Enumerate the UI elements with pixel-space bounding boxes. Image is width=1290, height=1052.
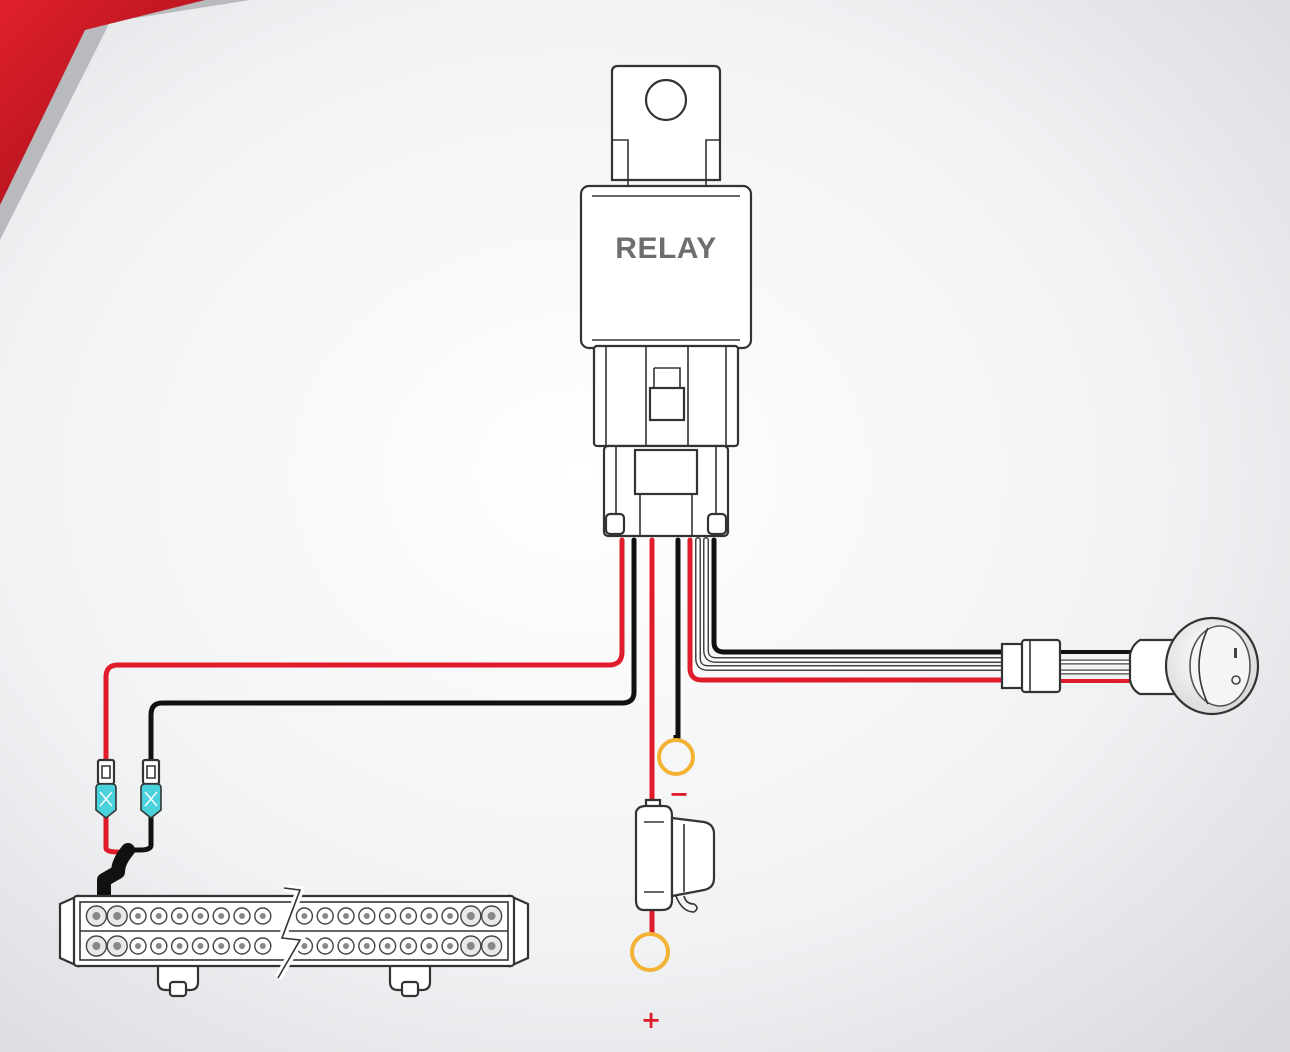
led-core (135, 913, 141, 919)
led-core (135, 943, 141, 949)
led-core (343, 943, 349, 949)
led-core (113, 912, 122, 920)
led-core (259, 943, 266, 949)
quick-connector-icon-red (95, 758, 117, 820)
led-core (447, 913, 453, 919)
red-wire-switch (687, 537, 1013, 683)
led-core (363, 913, 370, 919)
positive-terminal-label: + (641, 1006, 661, 1034)
white-wire-switch-inner (696, 538, 1012, 670)
led-core (259, 913, 266, 919)
led-core (218, 943, 225, 949)
led-core (343, 913, 349, 919)
red-wire-lightbar (103, 537, 625, 763)
led-core (197, 943, 204, 949)
led-core (92, 912, 101, 920)
rocker-switch-icon (1000, 616, 1260, 716)
led-core (197, 913, 204, 919)
led-core (322, 913, 329, 919)
led-core (487, 942, 496, 950)
led-core (384, 913, 391, 919)
ring-terminal-icon-negative (657, 735, 695, 776)
led-core (487, 912, 496, 920)
relay-icon: RELAY (579, 64, 753, 538)
led-core (466, 942, 475, 950)
led-core (447, 943, 453, 949)
led-core (405, 913, 412, 919)
led-core (405, 943, 412, 949)
led-core (322, 943, 329, 949)
led-core (155, 943, 162, 949)
led-core (384, 943, 391, 949)
ring-terminal-icon-positive (630, 928, 670, 972)
led-core (113, 942, 122, 950)
relay-label: RELAY (615, 232, 716, 265)
led-core (176, 913, 183, 919)
led-light-bar-icon (58, 884, 530, 998)
wires (97, 537, 1143, 933)
led-core (363, 943, 370, 949)
led-cells (85, 905, 503, 957)
led-core (239, 943, 245, 949)
fuse-holder-icon (634, 798, 716, 913)
led-core (426, 943, 433, 949)
led-core (466, 912, 475, 920)
black-wire-switch (711, 537, 1013, 655)
led-core (301, 943, 308, 949)
quick-connector-icon-black (140, 758, 162, 820)
led-core (176, 943, 183, 949)
led-core (218, 913, 225, 919)
led-core (426, 913, 433, 919)
led-core (92, 942, 101, 950)
black-wire-lightbar (148, 537, 637, 763)
led-core (301, 913, 308, 919)
led-core (239, 913, 245, 919)
corner-accent (0, 0, 250, 240)
led-core (155, 913, 162, 919)
negative-terminal-label: − (669, 780, 689, 808)
white-wire-switch2-inner (704, 538, 1012, 662)
